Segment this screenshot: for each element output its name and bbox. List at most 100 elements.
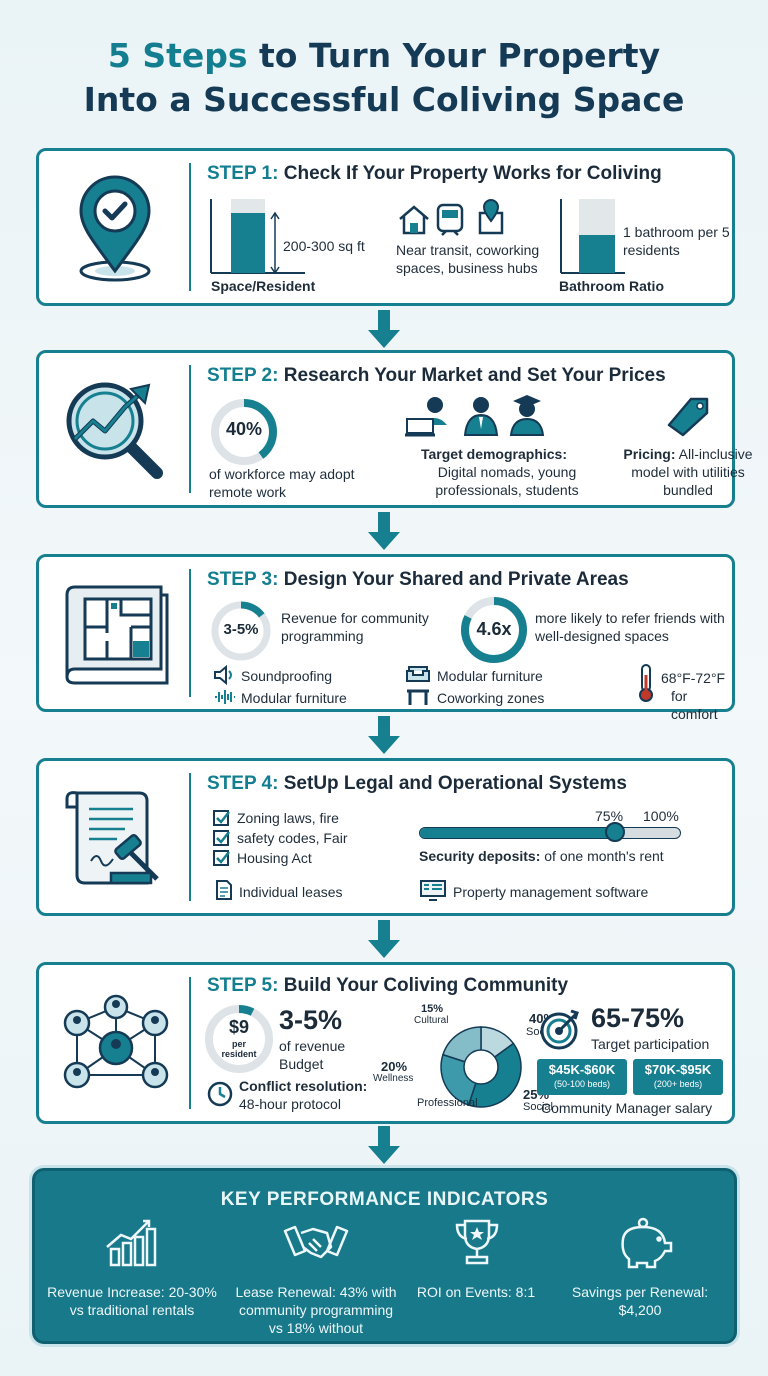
arrow-down-icon (368, 512, 400, 550)
temp-value: 68°F-72°F (661, 670, 726, 686)
feature-coworking: Coworking zones (437, 690, 545, 706)
per-resident-ring (205, 1005, 273, 1073)
step5-card: STEP 5: Build Your Coliving Community $9… (36, 962, 735, 1124)
sofa-icon (406, 666, 430, 682)
student-icon (509, 395, 545, 436)
step3-card: STEP 3: Design Your Shared and Private A… (36, 554, 735, 722)
slider-low: 75% (595, 808, 624, 824)
salary-badge-1: $45K-$60K(50-100 beds) (537, 1059, 627, 1095)
step2-card: STEP 2: Research Your Market and Set You… (36, 350, 753, 508)
clock-icon (207, 1081, 233, 1107)
pricing-label: Pricing: (623, 446, 676, 462)
per-resident-caption: per resident (221, 1039, 257, 1059)
demographics-icons (405, 395, 545, 437)
community-network-icon (63, 994, 169, 1089)
step4-card: STEP 4: SetUp Legal and Operational Syst… (36, 758, 735, 916)
remote-text: of workforce may adopt remote work (209, 466, 355, 500)
step3-label: STEP 3: (207, 569, 279, 590)
budget-text: of revenue (279, 1038, 346, 1054)
refer-ring (461, 597, 527, 663)
step2-divider (189, 365, 191, 493)
title-accent: 5 Steps (107, 36, 248, 75)
bath-value: 1 bathroom per 5 residents (623, 224, 730, 258)
piggy-bank-icon (621, 1217, 673, 1269)
handshake-icon (283, 1225, 349, 1259)
checklist-item-1: Zoning laws, fire (237, 810, 339, 826)
train-icon (436, 203, 464, 236)
kpi-title: KEY PERFORMANCE INDICATORS (220, 1189, 549, 1210)
budget-donut (440, 1026, 522, 1108)
soundproofing-icon (214, 665, 232, 685)
lease-document-icon (216, 880, 232, 900)
price-tag-icon (667, 397, 709, 437)
growth-chart-icon (106, 1219, 157, 1267)
magnifier-chart-icon (66, 382, 163, 479)
pricing-text: All-inclusive model with utilities bundl… (631, 446, 753, 498)
desk-icon (407, 689, 429, 705)
bath-caption: Bathroom Ratio (559, 278, 664, 294)
checkbox-icons (213, 810, 230, 866)
bath-bar-chart (560, 199, 625, 274)
salary-1-sub: (50-100 beds) (553, 1079, 611, 1089)
salary-caption: Community Manager salary (541, 1100, 713, 1116)
software-monitor-icon (420, 880, 446, 901)
target-icon (540, 1009, 579, 1050)
step4-divider (189, 773, 191, 901)
location-text: Near transit, coworking spaces, business… (396, 242, 540, 276)
software-text: Property management software (453, 884, 649, 900)
space-value: 200-300 sq ft (283, 238, 365, 254)
step4-title: STEP 4: SetUp Legal and Operational Syst… (207, 773, 627, 795)
conflict-text: 48-hour protocol (239, 1096, 341, 1112)
donut-pct-1: 15% (421, 1003, 444, 1015)
checkbox-icon (213, 830, 230, 846)
step5-divider (189, 977, 191, 1109)
office-pin-icon (478, 199, 504, 235)
step2-title: STEP 2: Research Your Market and Set You… (207, 365, 666, 387)
feature-modular-1: Modular furniture (241, 690, 347, 706)
checklist-item-3: Housing Act (237, 850, 312, 866)
salary-2-sub: (200+ beds) (653, 1079, 703, 1089)
remote-percent: 40% (225, 419, 263, 439)
temp-caption: for comfort (671, 688, 718, 722)
step4-label: STEP 4: (207, 773, 279, 794)
trophy-icon (455, 1219, 499, 1265)
step3-divider (189, 569, 191, 697)
step3-title-text: Design Your Shared and Private Areas (283, 569, 629, 590)
revenue-text: Revenue for community programming (281, 610, 429, 644)
refer-text: more likely to refer friends with well-d… (535, 610, 725, 644)
feature-soundproofing: Soundproofing (241, 668, 333, 684)
house-icon (399, 205, 429, 235)
space-caption: Space/Resident (211, 278, 316, 294)
slider-high: 100% (643, 808, 679, 824)
revenue-value: 3-5% (223, 621, 259, 638)
budget-label: Budget (279, 1056, 324, 1072)
deposit-text: of one month's rent (544, 848, 664, 864)
step1-title: STEP 1: Check If Your Property Works for… (207, 163, 662, 185)
demo-label: Target demographics: (421, 446, 567, 462)
kpi-renewal: Lease Renewal: 43% with community progra… (235, 1284, 397, 1336)
salary-2: $70K-$95K (644, 1062, 712, 1077)
donut-extra: Professional (417, 1097, 478, 1109)
salary-badge-2: $70K-$95K (200+ beds) (633, 1059, 723, 1095)
step1-title-text: Check If Your Property Works for Colivin… (283, 163, 662, 184)
checklist-item-2: safety codes, Fair (237, 830, 348, 846)
step2-label: STEP 2: (207, 365, 279, 386)
demo-text: Digital nomads, young professionals, stu… (435, 464, 579, 498)
floorplan-icon (65, 585, 169, 685)
refer-value: 4.6x (476, 619, 512, 639)
step1-label: STEP 1: (207, 163, 279, 184)
checkbox-icon (213, 850, 230, 866)
donut-name-1: Cultural (414, 1015, 449, 1026)
kpi-panel: KEY PERFORMANCE INDICATORS Revenue Incre… (32, 1168, 737, 1344)
checkbox-icon (213, 810, 230, 826)
thermometer-icon (639, 664, 653, 702)
step3-title: STEP 3: Design Your Shared and Private A… (207, 569, 629, 591)
location-check-icon (79, 175, 151, 282)
space-bar-chart (210, 199, 305, 275)
deposit-slider-track (419, 822, 681, 842)
donut-pct-4: 20% (381, 1059, 408, 1074)
step1-divider (189, 163, 191, 291)
kpi-roi: ROI on Events: 8:1 (416, 1284, 536, 1300)
donut-name-3: Social (523, 1101, 553, 1113)
sound-wave-icon (215, 690, 235, 704)
